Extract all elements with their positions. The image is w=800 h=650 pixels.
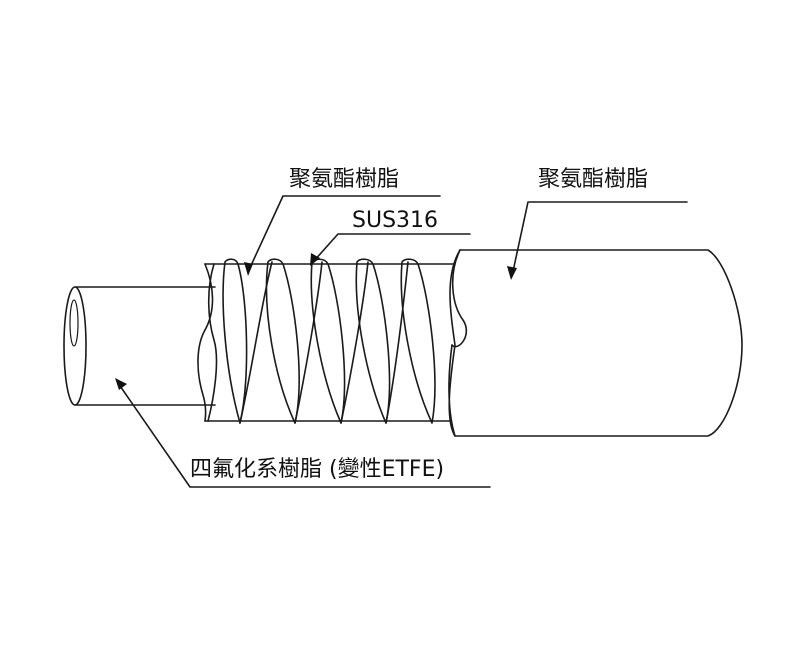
label-inner-resin: 聚氨酯樹脂 (289, 167, 399, 192)
inner-resin-layer (197, 263, 461, 422)
leader-lines (115, 195, 688, 488)
arrow-head-outer-resin (507, 266, 517, 280)
arrow-head-spring (310, 253, 320, 266)
label-sus316: SUS316 (352, 208, 438, 233)
outer-resin-layer (448, 249, 743, 437)
arrow-head-core-tube (115, 378, 127, 390)
label-core-tube: 四氟化系樹脂 (變性ETFE) (190, 457, 444, 482)
spring-coils (222, 258, 436, 424)
core-tube (63, 286, 216, 406)
label-outer-resin: 聚氨酯樹脂 (538, 167, 648, 192)
arrow-head-inner-resin (244, 262, 253, 276)
